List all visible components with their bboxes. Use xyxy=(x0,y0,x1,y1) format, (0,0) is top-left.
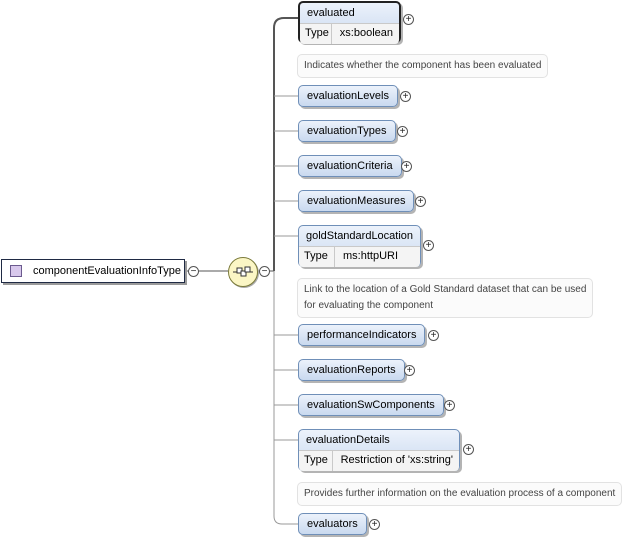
element-evaluators[interactable]: evaluators xyxy=(298,513,367,535)
plus-toggle-icon[interactable]: + xyxy=(444,400,455,411)
type-key: Type xyxy=(300,24,332,44)
plus-toggle-icon[interactable]: + xyxy=(415,196,426,207)
plus-toggle-icon[interactable]: + xyxy=(400,91,411,102)
element-name: evaluationDetails xyxy=(306,434,390,446)
plus-toggle-icon[interactable]: + xyxy=(463,444,474,455)
type-key: Type xyxy=(299,451,333,471)
plus-toggle-icon[interactable]: + xyxy=(428,330,439,341)
doc-line: for evaluating the component xyxy=(304,300,433,311)
plus-toggle-icon[interactable]: + xyxy=(397,126,408,137)
root-type-box[interactable]: componentEvaluationInfoType xyxy=(1,259,185,283)
plus-toggle-icon[interactable]: + xyxy=(403,14,414,25)
element-evaluation-reports[interactable]: evaluationReports xyxy=(298,359,405,381)
doc-line: Link to the location of a Gold Standard … xyxy=(304,284,587,295)
element-evaluated[interactable]: evaluated Type xs:boolean xyxy=(298,1,401,44)
element-evaluation-levels[interactable]: evaluationLevels xyxy=(298,85,398,107)
type-row: Type Restriction of 'xs:string' xyxy=(299,450,459,471)
element-name: goldStandardLocation xyxy=(306,230,414,242)
plus-toggle-icon[interactable]: + xyxy=(423,240,434,251)
element-gold-standard-location[interactable]: goldStandardLocation Type ms:httpURI xyxy=(298,225,421,267)
type-row: Type ms:httpURI xyxy=(299,246,420,267)
sequence-symbol-icon xyxy=(233,266,253,277)
complex-type-icon xyxy=(10,265,22,277)
root-type-name: componentEvaluationInfoType xyxy=(33,265,181,277)
element-name: evaluated xyxy=(307,7,355,19)
plus-toggle-icon[interactable]: + xyxy=(369,519,380,530)
element-evaluation-sw-components[interactable]: evaluationSwComponents xyxy=(298,394,444,416)
element-documentation: Provides further information on the eval… xyxy=(297,482,623,506)
element-evaluation-measures[interactable]: evaluationMeasures xyxy=(298,190,415,212)
plus-toggle-icon[interactable]: + xyxy=(401,161,412,172)
element-performance-indicators[interactable]: performanceIndicators xyxy=(298,324,426,346)
type-value: Restriction of 'xs:string' xyxy=(340,454,453,466)
element-evaluation-types[interactable]: evaluationTypes xyxy=(298,120,396,142)
sequence-compositor-icon[interactable] xyxy=(228,257,258,287)
minus-toggle-icon[interactable]: − xyxy=(259,266,270,277)
element-evaluation-criteria[interactable]: evaluationCriteria xyxy=(298,155,402,177)
type-row: Type xs:boolean xyxy=(300,23,399,44)
element-evaluation-details[interactable]: evaluationDetails Type Restriction of 'x… xyxy=(298,429,460,471)
type-key: Type xyxy=(299,247,335,267)
type-value: xs:boolean xyxy=(339,27,393,39)
type-value: ms:httpURI xyxy=(343,250,399,262)
plus-toggle-icon[interactable]: + xyxy=(404,365,415,376)
element-documentation: Link to the location of a Gold Standard … xyxy=(297,278,594,318)
element-documentation: Indicates whether the component has been… xyxy=(297,54,549,78)
minus-toggle-icon[interactable]: − xyxy=(188,266,199,277)
